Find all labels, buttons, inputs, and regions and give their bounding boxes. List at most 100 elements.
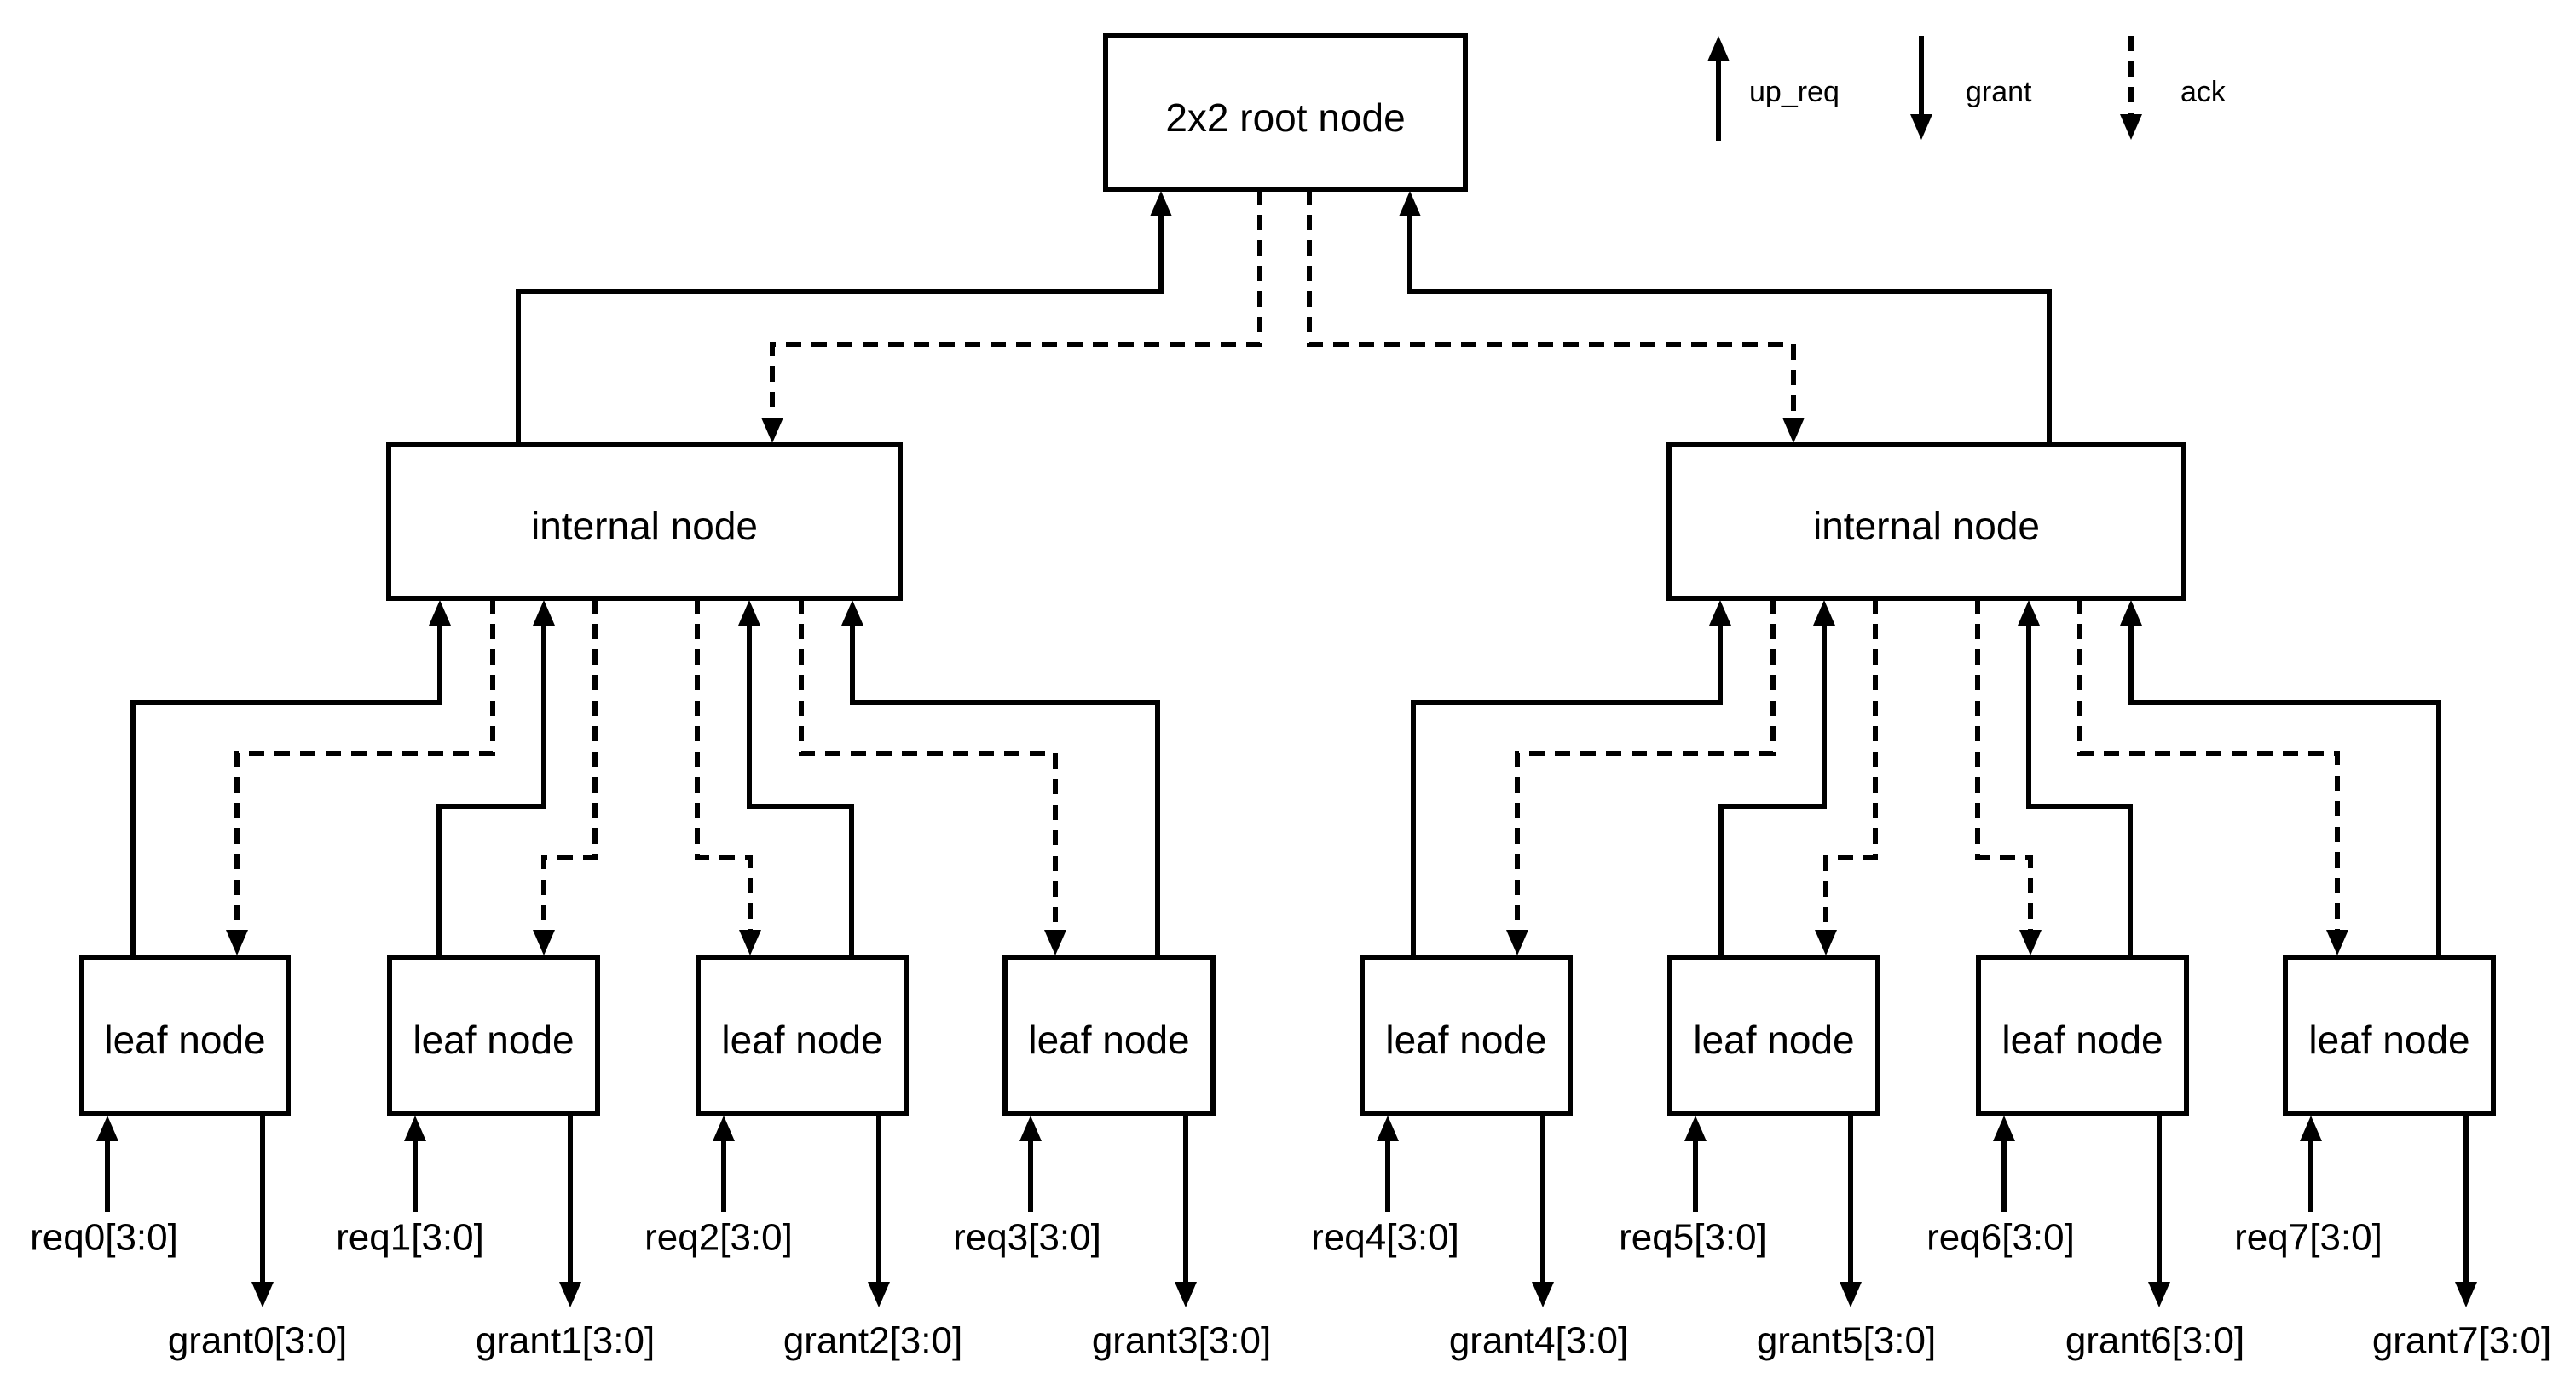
leaf-node-label: leaf node (2001, 1018, 2163, 1062)
up-req-wire-leaf-0-arrowhead (429, 600, 451, 626)
internal-node-box (386, 442, 903, 601)
req-input-wire-7-arrowhead (2300, 1116, 2322, 1141)
leaf-node-5: leaf node (1667, 955, 1880, 1116)
up-req-wire-leaf-5-arrowhead (1813, 600, 1835, 626)
up-req-wire-leaf-1 (436, 624, 546, 957)
leaf-node-7: leaf node (2283, 955, 2496, 1116)
req-input-wire-1-arrowhead (404, 1116, 426, 1141)
ack-wire-leaf-5 (1823, 598, 1878, 932)
legend-marks (1707, 36, 2142, 141)
internal-node-label: internal node (531, 504, 758, 548)
ack-wire-leaf-4 (1515, 598, 1776, 932)
grant-output-wire-4-arrowhead (1532, 1282, 1554, 1307)
leaf-node-label: leaf node (1385, 1018, 1546, 1062)
up-req-wire-internal-right (1407, 215, 2052, 445)
up-req-wire-internal-left (516, 215, 1164, 445)
up-req-wire-internal-right-arrowhead (1399, 191, 1421, 216)
req-input-wire-4-arrowhead (1377, 1116, 1399, 1141)
ack-wire-leaf-0 (234, 598, 495, 932)
req-label-5: req5[3:0] (1619, 1217, 1767, 1259)
leaf-node-label: leaf node (413, 1018, 574, 1062)
up-req-wire-leaf-3-arrowhead (841, 600, 863, 626)
ack-wire-internal-right-arrowhead (1782, 418, 1805, 443)
up-req-wire-leaf-6 (2026, 624, 2133, 957)
up-req-wire-leaf-2 (747, 624, 854, 957)
ack-wire-leaf-7-arrowhead (2326, 930, 2348, 955)
up-req-wire-leaf-7 (2128, 624, 2441, 957)
ack-wire-leaf-3 (799, 598, 1058, 932)
legend-grant-arrow-icon (1910, 114, 1932, 140)
ack-wire-internal-left (770, 189, 1262, 419)
req-label-4: req4[3:0] (1311, 1217, 1459, 1259)
leaf-node-3: leaf node (1002, 955, 1216, 1116)
grant-label-3: grant3[3:0] (1092, 1320, 1271, 1362)
ack-wire-internal-right (1307, 189, 1796, 419)
legend-ack-arrow-icon (2120, 114, 2142, 140)
up-req-wire-leaf-4 (1411, 624, 1723, 957)
grant-output-wire-6-arrowhead (2148, 1282, 2170, 1307)
grant-output-wire-7-arrowhead (2455, 1282, 2477, 1307)
req-label-3: req3[3:0] (953, 1217, 1101, 1259)
leaf-node-2: leaf node (696, 955, 909, 1116)
leaf-node-box (1976, 955, 2189, 1116)
ack-wire-leaf-1 (541, 598, 598, 932)
req-input-wire-0-arrowhead (96, 1116, 118, 1141)
ack-wire-leaf-0-arrowhead (226, 930, 248, 955)
req-input-wire-5-arrowhead (1684, 1116, 1707, 1141)
grant-output-wire-1-arrowhead (559, 1282, 581, 1307)
leaf-node-1: leaf node (387, 955, 600, 1116)
legend-up-req-arrow-icon (1707, 36, 1730, 61)
internal-node-box (1666, 442, 2186, 601)
req-input-wire-2-arrowhead (713, 1116, 735, 1141)
internal-node-right: internal node (1666, 442, 2186, 601)
grant-label-0: grant0[3:0] (168, 1320, 347, 1362)
req-input-wire-6-arrowhead (1993, 1116, 2015, 1141)
up-req-wire-leaf-4-arrowhead (1709, 600, 1731, 626)
root-node: 2x2 root node (1103, 33, 1468, 192)
req-input-wire-3-arrowhead (1019, 1116, 1042, 1141)
legend-ack-label: ack (2180, 76, 2227, 108)
ack-wire-internal-left-arrowhead (761, 418, 783, 443)
grant-label-1: grant1[3:0] (476, 1320, 655, 1362)
up-req-wire-leaf-5 (1718, 624, 1827, 957)
up-req-wire-leaf-0 (130, 624, 442, 957)
ack-wire-leaf-4-arrowhead (1506, 930, 1528, 955)
grant-label-5: grant5[3:0] (1757, 1320, 1936, 1362)
leaf-node-label: leaf node (2308, 1018, 2469, 1062)
ack-wire-leaf-7 (2077, 598, 2340, 932)
root-node-box (1103, 33, 1468, 192)
grant-label-4: grant4[3:0] (1449, 1320, 1628, 1362)
grant-output-wire-0-arrowhead (251, 1282, 274, 1307)
ack-wire-leaf-2 (695, 598, 753, 932)
req-label-1: req1[3:0] (336, 1217, 484, 1259)
req-label-0: req0[3:0] (30, 1217, 178, 1259)
up-req-wire-internal-left-arrowhead (1150, 191, 1172, 216)
req-label-2: req2[3:0] (644, 1217, 793, 1259)
grant-output-wire-3-arrowhead (1175, 1282, 1197, 1307)
leaf-node-label: leaf node (1693, 1018, 1854, 1062)
up-req-wire-leaf-2-arrowhead (738, 600, 760, 626)
leaf-node-box (1360, 955, 1573, 1116)
root-node-label: 2x2 root node (1165, 95, 1405, 140)
up-req-wire-leaf-6-arrowhead (2018, 600, 2040, 626)
ack-wire-leaf-5-arrowhead (1815, 930, 1837, 955)
grant-label-2: grant2[3:0] (783, 1320, 962, 1362)
leaf-node-4: leaf node (1360, 955, 1573, 1116)
leaf-node-box (1667, 955, 1880, 1116)
leaf-node-0: leaf node (79, 955, 291, 1116)
leaf-node-label: leaf node (104, 1018, 265, 1062)
legend-grant-label: grant (1966, 76, 2032, 108)
up-req-wire-leaf-3 (850, 624, 1160, 957)
leaf-node-box (696, 955, 909, 1116)
internal-node-label: internal node (1813, 504, 2040, 548)
ack-wire-leaf-2-arrowhead (739, 930, 761, 955)
ack-wire-leaf-1-arrowhead (533, 930, 555, 955)
wires-layer (96, 189, 2477, 1307)
grant-output-wire-2-arrowhead (868, 1282, 890, 1307)
leaf-node-box (2283, 955, 2496, 1116)
req-label-6: req6[3:0] (1926, 1217, 2075, 1259)
leaf-node-label: leaf node (1028, 1018, 1189, 1062)
grant-label-7: grant7[3:0] (2372, 1320, 2551, 1362)
leaf-node-6: leaf node (1976, 955, 2189, 1116)
up-req-wire-leaf-1-arrowhead (533, 600, 555, 626)
